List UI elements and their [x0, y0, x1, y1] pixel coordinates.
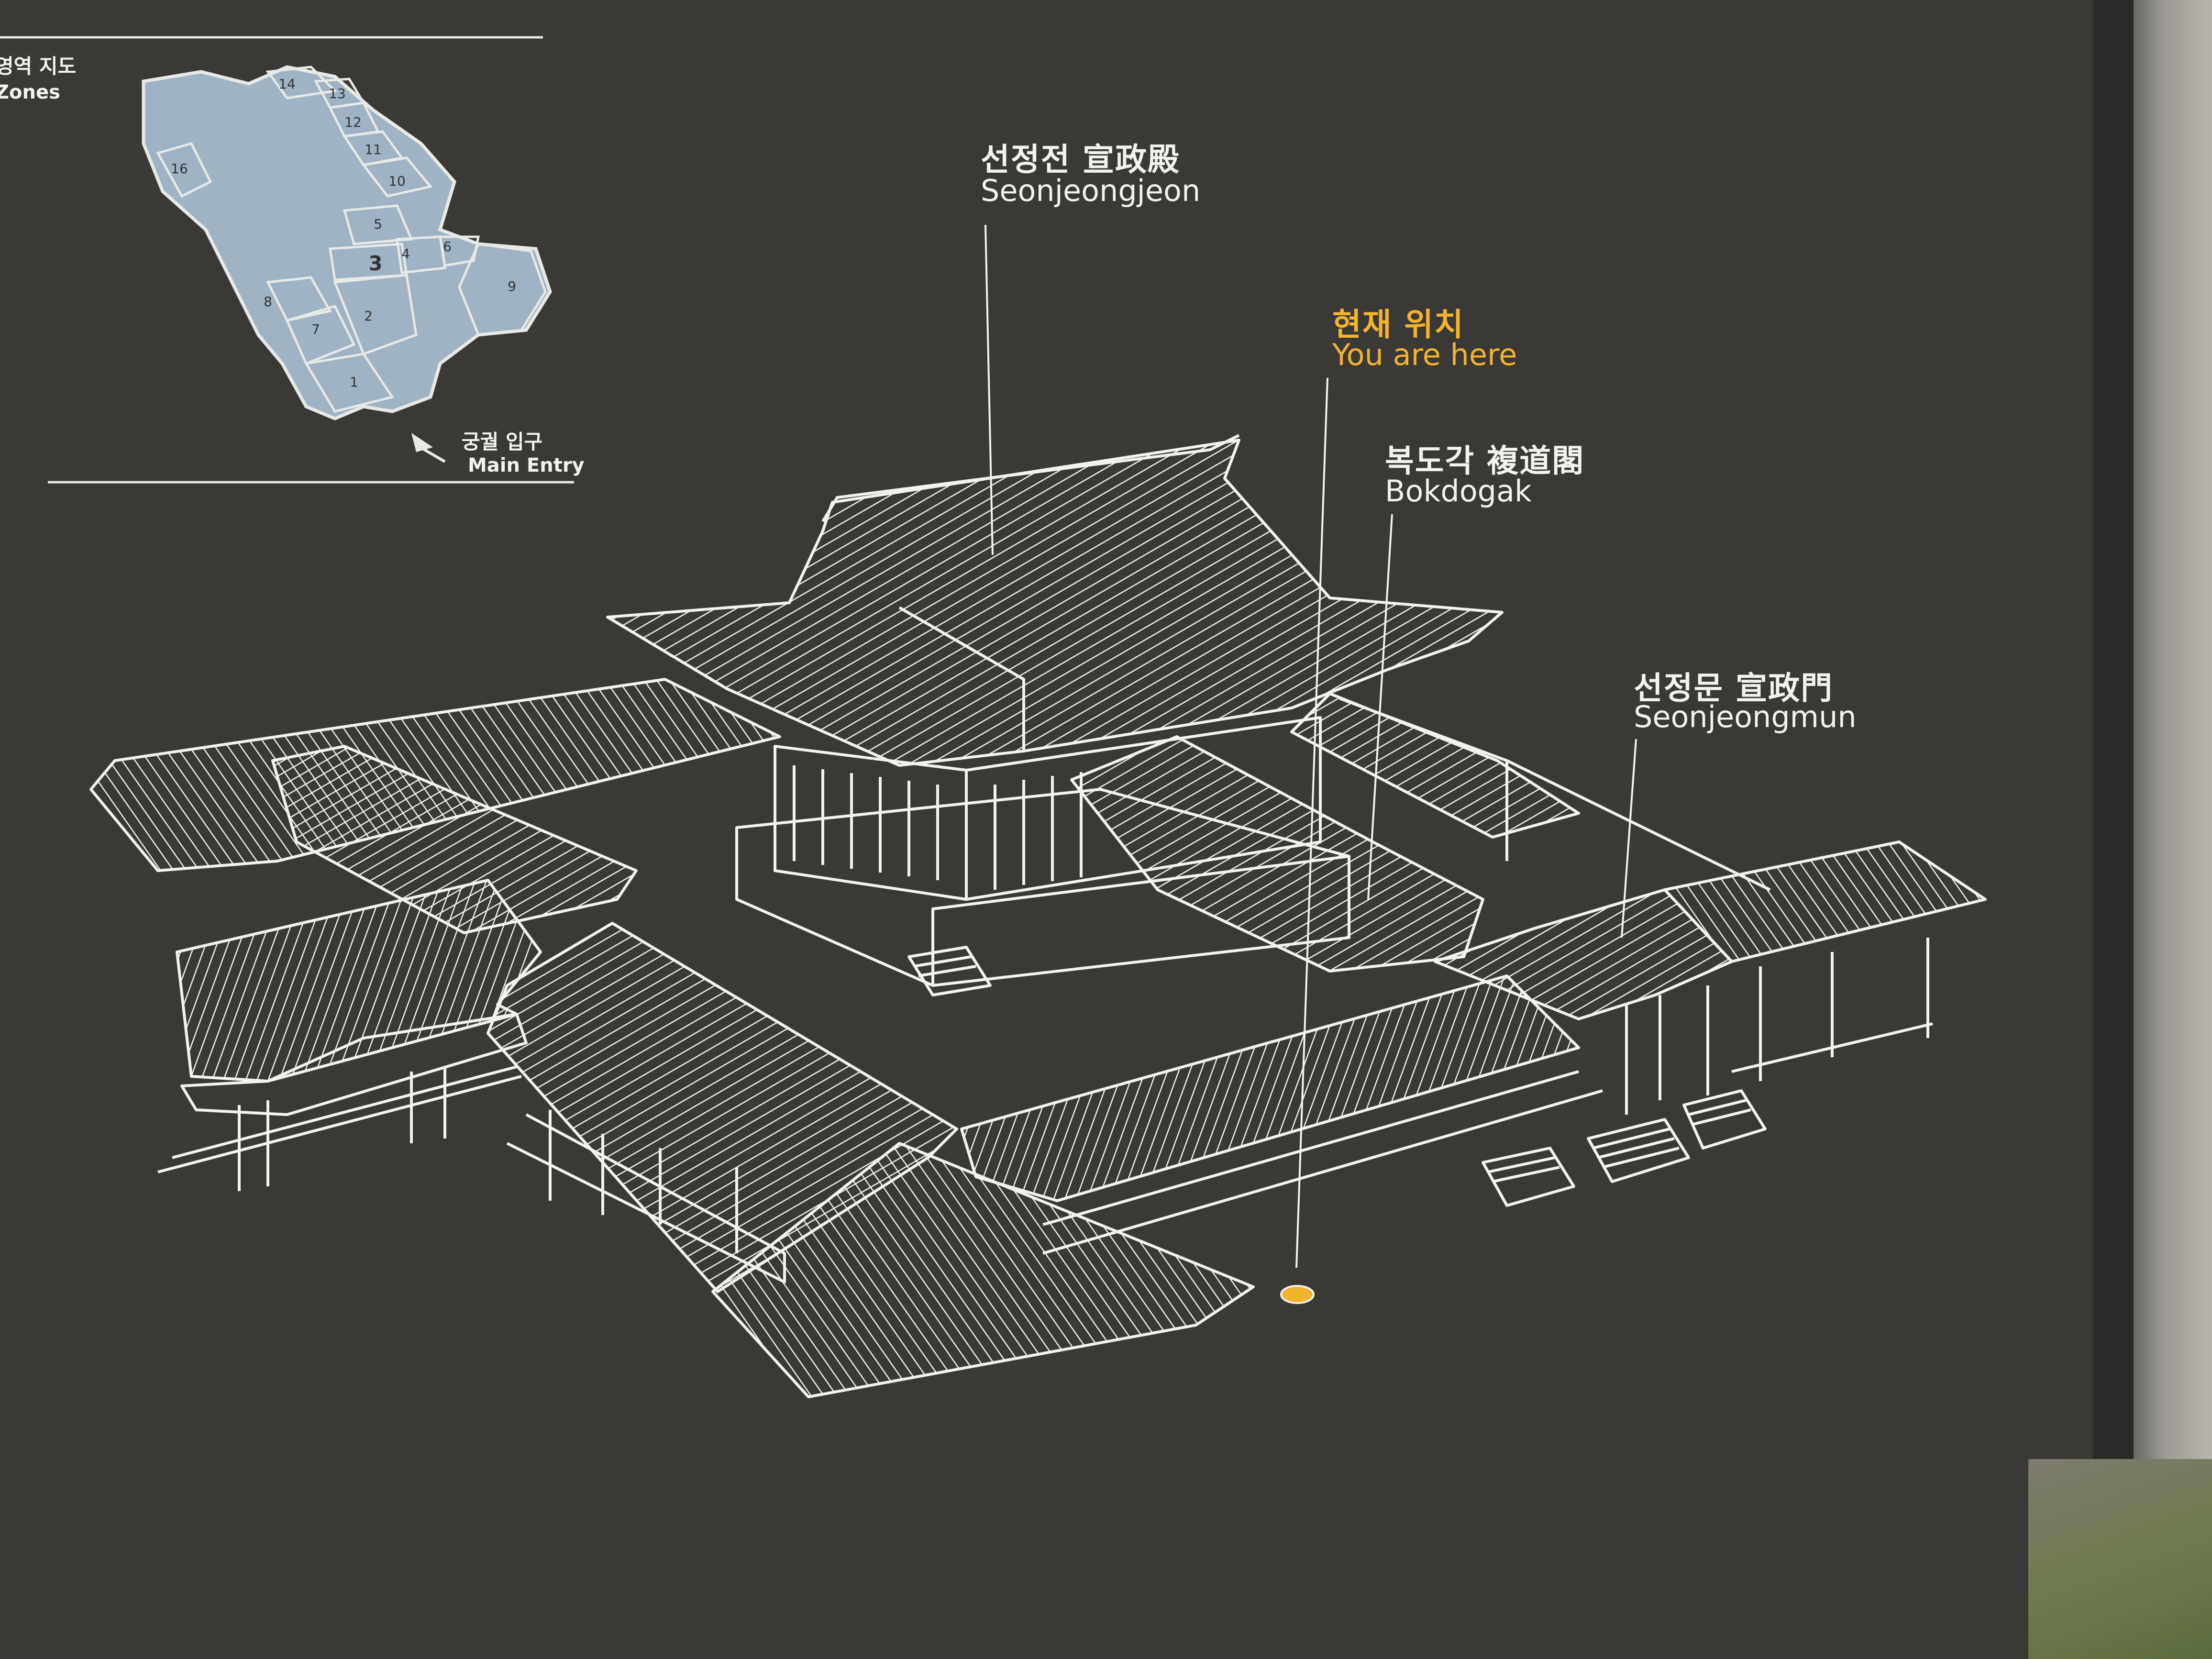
zone-number: 14: [278, 76, 296, 92]
main-hall-roof: [606, 439, 1504, 767]
map-title-ko: 영역 지도: [0, 55, 77, 78]
zone-number: 1: [350, 374, 358, 390]
east-front-corridor-roof: [960, 974, 1580, 1202]
you-are-here-label-ko: 현재 위치: [1332, 306, 1464, 343]
side-steps: [1482, 1147, 1575, 1207]
seonjeongmun-leader-line: [1621, 739, 1637, 938]
southwest-corridor-roof: [271, 745, 638, 934]
bokdogak-label-en: Bokdogak: [1385, 474, 1532, 509]
zone-number: 4: [401, 246, 410, 262]
zone-number: 11: [365, 142, 382, 157]
south-gate-roof: [711, 1142, 1255, 1398]
bokdogak-label-ko: 복도각 複道閣: [1385, 442, 1585, 479]
entry-arrow-icon: [411, 433, 433, 452]
zone-number: 9: [508, 278, 516, 294]
map-title-en: Zones: [0, 81, 60, 103]
zone-outlines: [156, 66, 547, 413]
zone-number: 13: [329, 86, 346, 101]
east-gate-steps: [1682, 1089, 1767, 1150]
you-are-here-leader-line: [1295, 377, 1328, 1268]
west-corridor-front-roof: [176, 879, 542, 1083]
zone-number: 7: [311, 321, 320, 337]
east-back-corridor-roof: [1290, 692, 1580, 839]
zone-number: 6: [443, 239, 452, 254]
sign-board-edge: [2093, 0, 2134, 1659]
you-are-here-label-en: You are here: [1332, 337, 1517, 372]
seonjeongjeon-label-ko: 선정전 宣政殿: [981, 141, 1181, 178]
zone-number: 8: [264, 294, 272, 310]
zone-number: 12: [344, 114, 362, 130]
bokdogak-leader-line: [1367, 514, 1393, 900]
background-wall: [2134, 0, 2212, 1659]
zone-number-current: 3: [368, 252, 382, 275]
seonjeongjeon-leader-line: [984, 224, 994, 555]
zone-number: 10: [388, 173, 406, 189]
front-steps: [907, 946, 992, 996]
east-wall-roof: [1663, 841, 1987, 963]
you-are-here-marker: [1280, 1285, 1315, 1304]
palace-map-shape: [142, 65, 552, 420]
west-corridor-roof: [89, 678, 781, 872]
seonjeongjeon-label-en: Seonjeongjeon: [981, 173, 1201, 208]
seonjeongmun-label-en: Seonjeongmun: [1634, 699, 1857, 734]
zone-number: 5: [374, 216, 382, 232]
bokdogak-roof: [1070, 735, 1484, 973]
entry-label-en: Main Entry: [468, 454, 585, 476]
seonjeongmun-label-ko: 선정문 宣政門: [1634, 670, 1834, 707]
ground-grass: [2028, 1459, 2212, 1659]
entry-label-ko: 궁궐 입구: [462, 430, 543, 453]
seonjeongjeon-compound-drawing: [89, 224, 1987, 1398]
gate-steps: [1587, 1118, 1690, 1183]
zone-number: 16: [171, 161, 188, 177]
zone-number: 2: [364, 308, 373, 324]
zone-map-inset: 14 13 12 11 10 16 5 3 4 6 9 8 7 2 1: [0, 36, 574, 484]
